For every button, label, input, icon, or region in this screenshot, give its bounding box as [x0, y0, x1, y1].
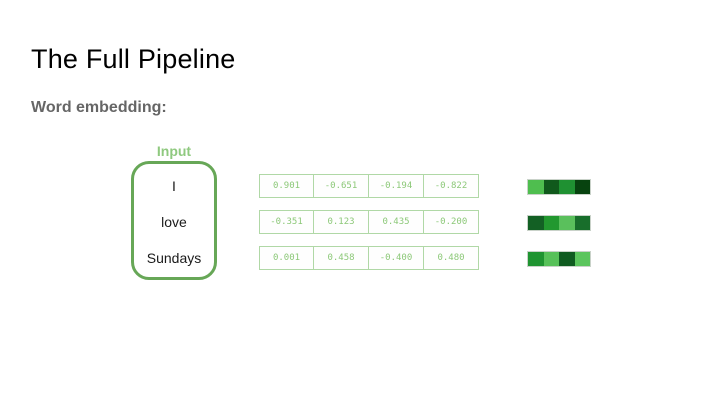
input-label: Input — [156, 143, 192, 159]
embedding-vector-row: 0.001 0.458 -0.400 0.480 — [259, 246, 479, 270]
heatmap-swatch — [574, 180, 590, 194]
embedding-value-cell: 0.001 — [259, 246, 314, 270]
embedding-value-cell: -0.194 — [369, 174, 424, 198]
heatmap-swatch — [528, 216, 544, 230]
embedding-value-cell: -0.651 — [314, 174, 369, 198]
embedding-heatmap-strip — [527, 215, 591, 231]
heatmap-swatch — [559, 180, 575, 194]
input-word: I — [172, 178, 176, 194]
heatmap-swatch — [574, 216, 590, 230]
embedding-value-cell: -0.351 — [259, 210, 314, 234]
embedding-value-cell: -0.400 — [369, 246, 424, 270]
embedding-value-cell: 0.480 — [424, 246, 479, 270]
embedding-value-cell: 0.123 — [314, 210, 369, 234]
embedding-value-cell: 0.458 — [314, 246, 369, 270]
slide-subtitle: Word embedding: — [31, 99, 167, 116]
input-word: Sundays — [146, 250, 202, 266]
heatmap-swatch — [528, 252, 544, 266]
heatmap-swatch — [574, 252, 590, 266]
embedding-vector-row: 0.901 -0.651 -0.194 -0.822 — [259, 174, 479, 198]
heatmap-swatch — [543, 252, 559, 266]
input-words-box — [131, 161, 217, 280]
heatmap-swatch — [528, 180, 544, 194]
page-title: The Full Pipeline — [31, 44, 236, 74]
input-word: love — [161, 214, 187, 230]
embedding-vector-row: -0.351 0.123 0.435 -0.200 — [259, 210, 479, 234]
embedding-value-cell: -0.822 — [424, 174, 479, 198]
embedding-value-cell: 0.901 — [259, 174, 314, 198]
embedding-heatmap-strip — [527, 179, 591, 195]
heatmap-swatch — [559, 252, 575, 266]
heatmap-swatch — [559, 216, 575, 230]
heatmap-swatch — [543, 180, 559, 194]
heatmap-swatch — [543, 216, 559, 230]
embedding-value-cell: -0.200 — [424, 210, 479, 234]
embedding-value-cell: 0.435 — [369, 210, 424, 234]
embedding-heatmap-strip — [527, 251, 591, 267]
